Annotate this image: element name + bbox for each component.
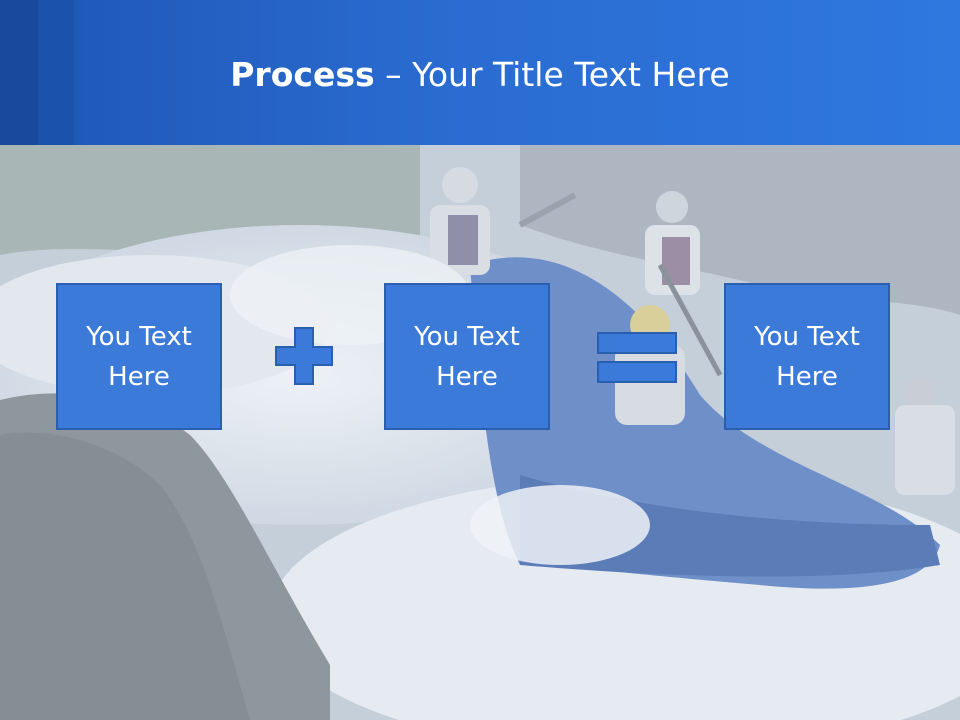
header-accent-strip: [38, 0, 74, 145]
process-box-text: You Text Here: [754, 321, 860, 392]
rafting-photo-illustration: [0, 145, 960, 720]
equals-icon: [597, 332, 677, 383]
title-bold: Process: [230, 55, 375, 94]
plus-icon: [275, 327, 333, 385]
title-bar: Process – Your Title Text Here: [0, 0, 960, 145]
process-box-2[interactable]: You Text Here: [384, 283, 550, 430]
process-box-3[interactable]: You Text Here: [724, 283, 890, 430]
process-box-text: You Text Here: [414, 321, 520, 392]
slide-title[interactable]: Process – Your Title Text Here: [0, 53, 960, 97]
header-accent-strip: [0, 0, 38, 145]
background-photo: [0, 145, 960, 720]
title-rest: – Your Title Text Here: [374, 55, 730, 94]
process-box-text: You Text Here: [86, 321, 192, 392]
process-box-1[interactable]: You Text Here: [56, 283, 222, 430]
